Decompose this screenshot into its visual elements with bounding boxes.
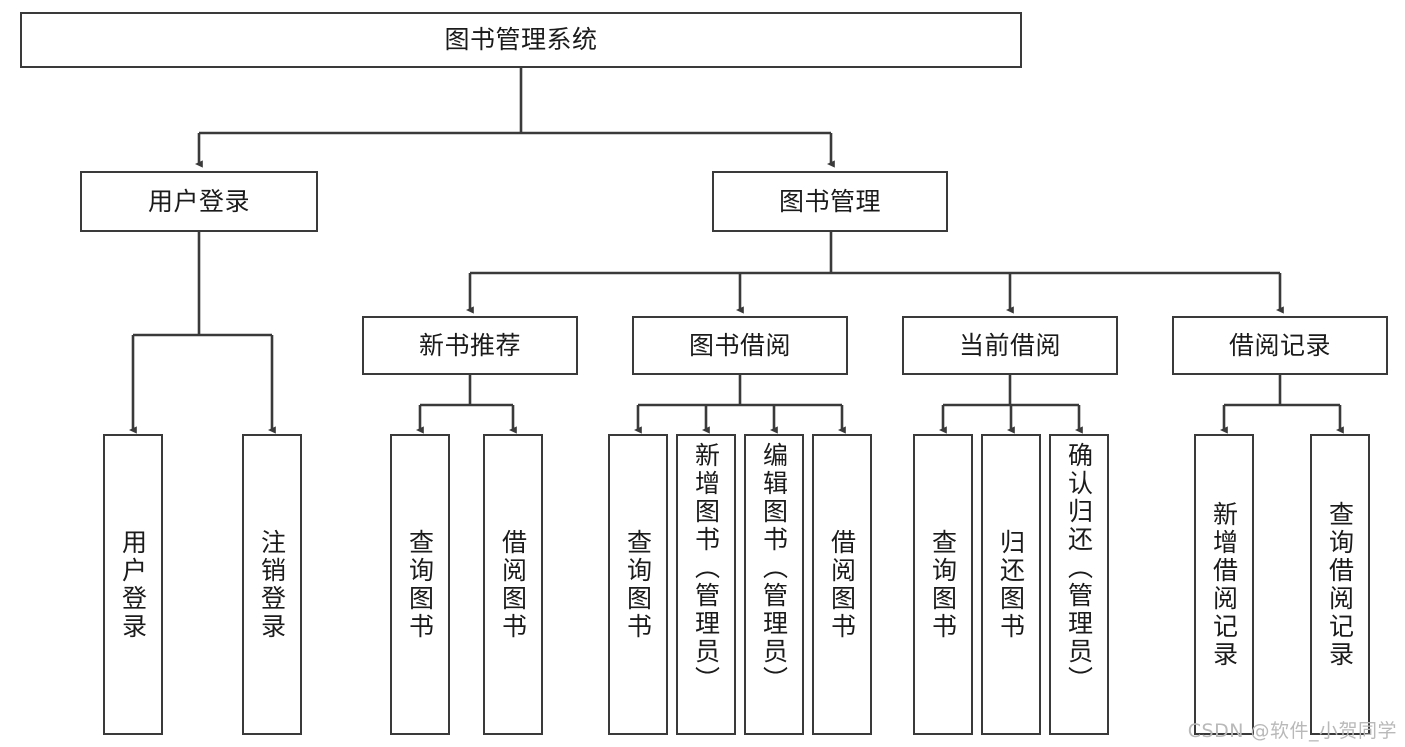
node-label: 图书借阅 [688, 330, 791, 360]
node-root-book-management-system[interactable]: 图书管理系统 [20, 12, 1022, 68]
node-book-borrow[interactable]: 图书借阅 [632, 316, 848, 375]
leaf-user-login-login[interactable]: 用户登录 [103, 434, 163, 735]
node-label: 查询图书 [928, 528, 958, 641]
leaf-current-borrow-confirm-return-admin[interactable]: 确认归还（管理员） [1049, 434, 1109, 735]
node-label: 新增图书（管理员） [691, 442, 721, 694]
leaf-borrow-record-query-record[interactable]: 查询借阅记录 [1310, 434, 1370, 735]
leaf-book-borrow-query-book[interactable]: 查询图书 [608, 434, 668, 735]
node-label: 图书管理系统 [444, 25, 598, 54]
node-label: 查询图书 [405, 528, 435, 641]
leaf-user-login-logout[interactable]: 注销登录 [242, 434, 302, 735]
node-label: 借阅图书 [827, 528, 857, 641]
leaf-current-borrow-return-book[interactable]: 归还图书 [981, 434, 1041, 735]
node-user-login[interactable]: 用户登录 [80, 171, 318, 232]
node-label: 借阅图书 [498, 528, 528, 641]
node-label: 用户登录 [147, 186, 250, 216]
node-label: 确认归还（管理员） [1064, 442, 1094, 694]
leaf-book-borrow-borrow-book[interactable]: 借阅图书 [812, 434, 872, 735]
node-new-book-recommend[interactable]: 新书推荐 [362, 316, 578, 375]
node-label: 查询图书 [623, 528, 653, 641]
node-label: 图书管理 [778, 186, 881, 216]
node-label: 归还图书 [996, 528, 1026, 641]
watermark-text: CSDN @软件_小贺同学 [1187, 720, 1397, 742]
node-current-borrow[interactable]: 当前借阅 [902, 316, 1118, 375]
node-label: 用户登录 [118, 528, 148, 641]
leaf-new-book-query-book[interactable]: 查询图书 [390, 434, 450, 735]
leaf-borrow-record-add-record[interactable]: 新增借阅记录 [1194, 434, 1254, 735]
leaf-book-borrow-add-book-admin[interactable]: 新增图书（管理员） [676, 434, 736, 735]
leaf-current-borrow-query-book[interactable]: 查询图书 [913, 434, 973, 735]
leaf-new-book-borrow-book[interactable]: 借阅图书 [483, 434, 543, 735]
node-borrow-record[interactable]: 借阅记录 [1172, 316, 1388, 375]
node-label: 注销登录 [257, 528, 287, 641]
node-label: 当前借阅 [958, 330, 1061, 360]
node-label: 借阅记录 [1228, 330, 1331, 360]
node-label: 新增借阅记录 [1209, 500, 1239, 669]
leaf-book-borrow-edit-book-admin[interactable]: 编辑图书（管理员） [744, 434, 804, 735]
node-label: 编辑图书（管理员） [759, 442, 789, 694]
node-label: 查询借阅记录 [1325, 500, 1355, 669]
node-book-management[interactable]: 图书管理 [712, 171, 948, 232]
node-label: 新书推荐 [418, 330, 521, 360]
